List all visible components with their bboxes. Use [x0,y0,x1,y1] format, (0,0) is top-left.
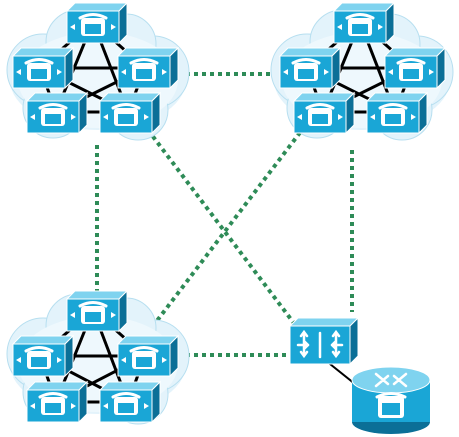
links [95,72,354,357]
cluster-top-right[interactable] [270,1,454,141]
ip-phone-server-icon [65,1,129,45]
ip-phone-server-icon [332,1,396,45]
ip-phone-server-icon [98,380,162,424]
ip-phone-server-icon [116,334,180,378]
ip-phone-server-icon [65,289,129,333]
ip-phone-server-icon [278,46,342,90]
cluster-bottom-left[interactable] [6,289,190,425]
ip-phone-server-icon [25,380,89,424]
link-top-right-bottom-left [151,124,307,328]
ip-phone-server-icon [25,91,89,135]
multilayer-switch-icon[interactable] [288,316,360,366]
ip-phone-server-icon [98,91,162,135]
ip-phone-server-icon [292,91,356,135]
ip-phone-server-icon [11,46,75,90]
voice-router-icon[interactable] [351,366,431,434]
ip-phone-server-icon [116,46,180,90]
ip-phone-server-icon [11,334,75,378]
cluster-top-left[interactable] [6,1,190,141]
ip-phone-server-icon [365,91,429,135]
ip-phone-server-icon [383,46,447,90]
link-top-left-switch [146,128,320,357]
